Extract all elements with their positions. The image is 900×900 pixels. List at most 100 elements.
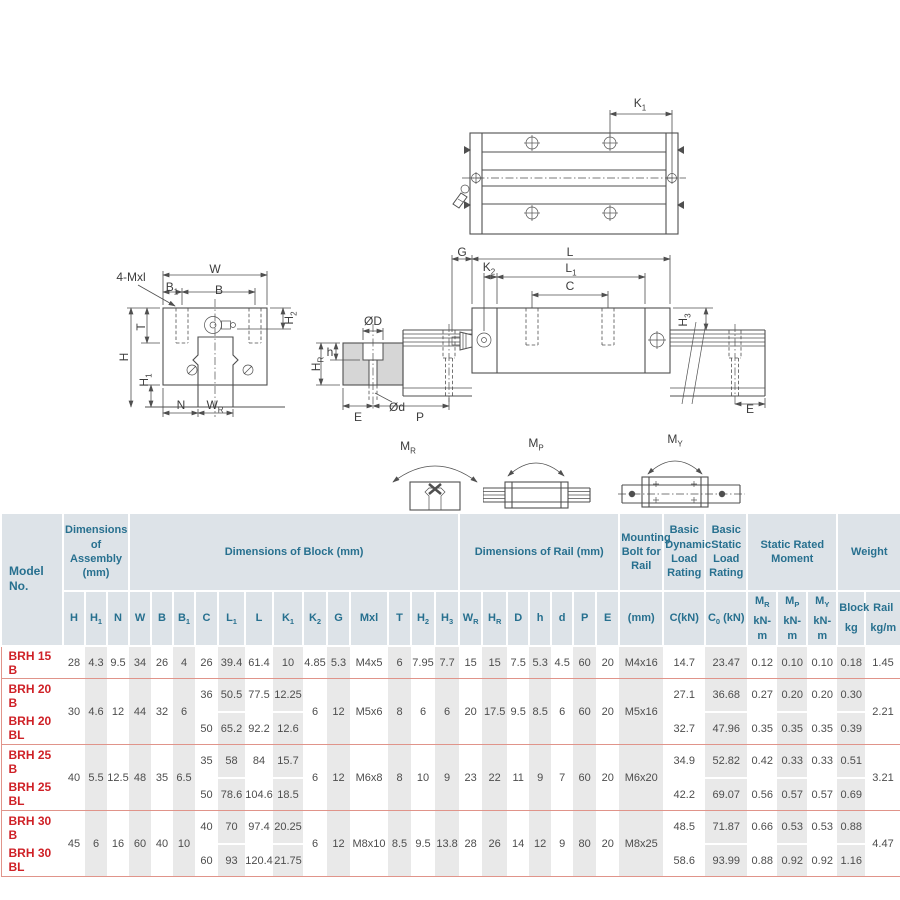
table-cell: M6x20: [619, 744, 664, 811]
header-assembly: Dimensions of Assembly (mm): [61, 512, 131, 592]
table-cell: 40: [195, 810, 219, 845]
table-cell: 23: [464, 771, 477, 784]
table-cell: 6: [311, 705, 319, 718]
table-cell: 69.07: [705, 777, 748, 811]
table-cell: M5x6: [355, 705, 383, 718]
table-cell: 4.3: [85, 645, 107, 679]
model-cell: BRH 25 B: [8, 747, 52, 776]
table-cell: 6: [388, 645, 412, 679]
table-cell: 30: [67, 705, 81, 718]
col-H1: H1: [84, 590, 108, 647]
table-cell: 60: [573, 678, 597, 745]
dim-label-4mxl: 4-Mxl: [116, 270, 146, 284]
col-G: G: [326, 590, 352, 647]
table-header: Model No. Dimensions of Assembly (mm) Di…: [0, 512, 900, 647]
model-cell: BRH 25 BL: [8, 780, 52, 809]
table-cell: 22: [482, 744, 508, 811]
dim-label-hole-h: h: [326, 345, 334, 359]
dim-label-od-cap: ØD: [364, 314, 382, 328]
table-cell: 12: [327, 744, 351, 811]
table-cell: 21.75: [273, 843, 304, 877]
table-cell: 32.7: [673, 722, 695, 735]
model-cell: BRH 20 BL: [8, 714, 52, 743]
table-cell: 0.53: [777, 810, 808, 845]
col-bolt-mm: (mm): [618, 590, 665, 647]
table-cell: 44: [129, 678, 152, 745]
dim-label-h3: H3: [676, 313, 693, 327]
table-cell: 7: [559, 771, 566, 784]
dim-label-p: P: [415, 410, 425, 424]
table-cell: 20: [601, 771, 614, 784]
table-cell: 92.2: [248, 722, 270, 735]
table-cell: 0.18: [837, 645, 866, 679]
table-cell: 8: [388, 678, 412, 745]
table-cell: 11: [512, 771, 524, 784]
table-cell: M5x16: [619, 678, 664, 745]
table-cell: 8.5: [529, 678, 552, 745]
table-cell: 1.16: [837, 843, 866, 877]
rail-section-drawing: [316, 324, 450, 410]
table-cell: 6: [435, 678, 460, 745]
table-cell: 0.35: [811, 722, 833, 735]
col-H2: H2: [410, 590, 437, 647]
model-cell: BRH 20 B: [8, 681, 52, 710]
table-cell: 9: [529, 744, 552, 811]
col-N: N: [105, 590, 131, 647]
table-cell: 26: [200, 656, 213, 669]
table-cell: 70: [218, 810, 246, 845]
table-cell: 3.21: [872, 771, 894, 784]
table-cell: 6: [419, 705, 427, 718]
col-d: d: [550, 590, 575, 647]
col-H3: H3: [434, 590, 461, 647]
table-cell: 0.39: [837, 711, 866, 745]
dim-label-l: L: [566, 245, 574, 259]
header-weight: Weight: [836, 512, 900, 592]
col-C0kN: C0 (kN): [704, 590, 749, 647]
dim-label-h1: H1: [137, 373, 154, 387]
table-cell: 23.47: [705, 645, 748, 679]
table-cell: 50.5: [218, 678, 246, 713]
header-rail: Dimensions of Rail (mm): [458, 512, 621, 592]
header-bolt: Mounting Bolt for Rail: [618, 512, 671, 592]
dim-label-h: H: [117, 352, 131, 362]
table-cell: 9.5: [415, 837, 431, 850]
header-block: Dimensions of Block (mm): [128, 512, 461, 592]
table-cell: 8.5: [388, 810, 412, 877]
moment-label-mr: MR: [400, 439, 416, 456]
col-L1: L1: [217, 590, 247, 647]
dim-label-t: T: [134, 323, 148, 331]
dim-label-k2: K2: [482, 260, 496, 277]
col-C: C: [194, 590, 220, 647]
table-cell: 0.88: [751, 854, 773, 867]
col-B: B: [150, 590, 175, 647]
table-cell: 2.21: [872, 705, 894, 718]
table-cell: 80: [573, 810, 597, 877]
table-cell: M4x16: [619, 645, 664, 679]
table-cell: 12.25: [273, 678, 304, 713]
table-cell: 4.85: [304, 656, 326, 669]
table-cell: 50: [200, 722, 213, 735]
dim-label-w: W: [209, 262, 221, 276]
table-cell: 6: [85, 810, 107, 877]
table-cell: 10: [173, 810, 196, 877]
table-cell: 40: [155, 837, 169, 850]
col-Mxl: Mxl: [349, 590, 390, 647]
spec-table: Model No. Dimensions of Assembly (mm) Di…: [0, 512, 900, 877]
table-cell: 4: [173, 645, 196, 679]
table-cell: 20.25: [273, 810, 304, 845]
model-cell: BRH 30 BL: [8, 846, 52, 875]
grease-nipple-icon: [451, 331, 473, 351]
dim-label-hr: HR: [309, 356, 326, 372]
table-cell: 34: [129, 645, 152, 679]
table-cell: 26: [155, 656, 169, 669]
moment-mp-diagram: [483, 462, 591, 509]
moment-label-mp: MP: [528, 436, 544, 453]
table-cell: 47.96: [705, 711, 748, 745]
table-cell: 10: [416, 771, 430, 784]
table-cell: 12: [529, 810, 552, 877]
table-row: BRH 15 B 28 4.3 9.5 34 26 4 26 39.4 61.4…: [1, 645, 900, 679]
moment-my-diagram: [618, 460, 745, 508]
